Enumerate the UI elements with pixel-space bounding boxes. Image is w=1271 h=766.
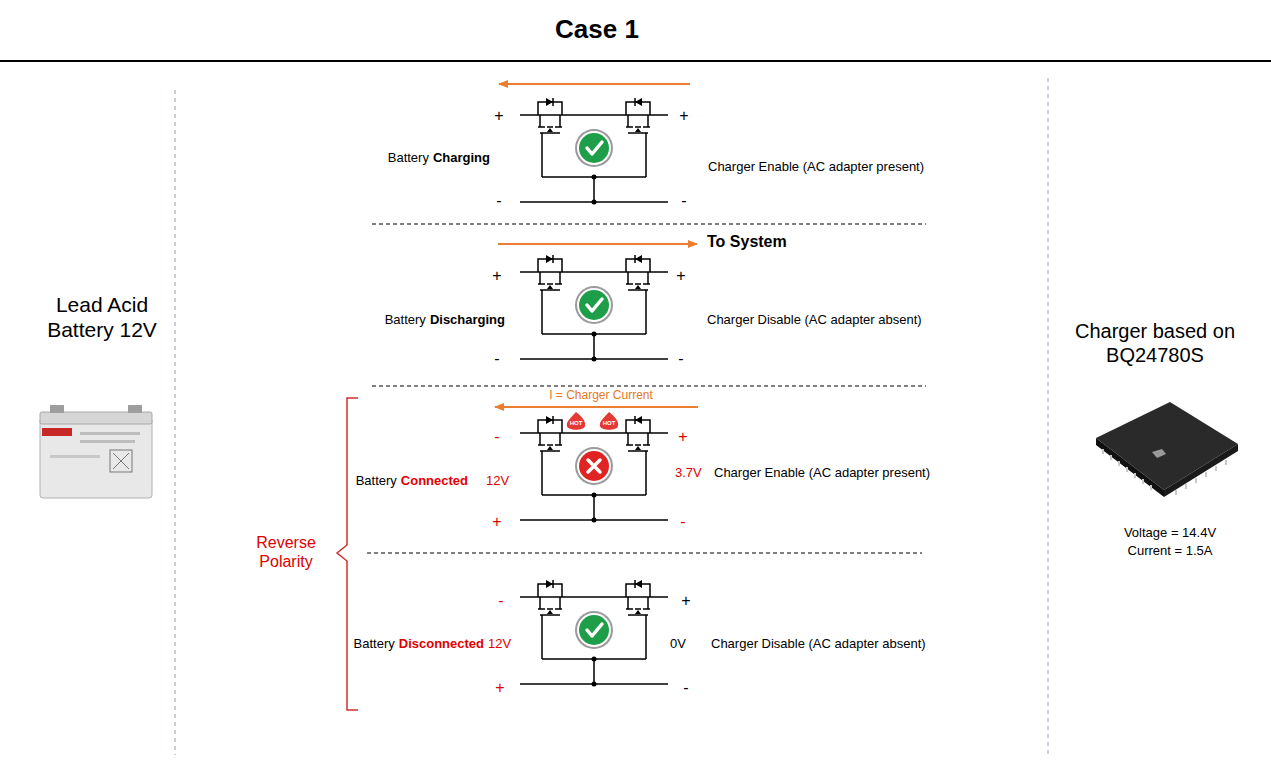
terminal-sign: +	[681, 592, 690, 609]
label-holder: 3.7V	[675, 465, 702, 481]
label-holder: -	[496, 191, 501, 210]
charger-state: Charger Disable (AC adapter absent)	[707, 312, 922, 327]
terminal-sign: -	[494, 428, 499, 445]
label-holder: +	[676, 266, 685, 285]
label-holder: Battery Disconnected	[354, 636, 484, 652]
label-holder: Battery Connected	[356, 473, 468, 489]
state-label: Battery	[385, 312, 426, 327]
charger-state: Charger Enable (AC adapter present)	[714, 465, 930, 480]
label-holder: +	[679, 106, 688, 125]
terminal-sign: +	[495, 679, 504, 696]
label-holder: Voltage = 14.4V	[1124, 525, 1216, 541]
label-holder: HOT	[570, 420, 583, 427]
label-holder: -	[681, 191, 686, 210]
label-holder: Charger Enable (AC adapter present)	[708, 159, 924, 175]
terminal-sign: +	[678, 428, 687, 445]
terminal-sign: -	[681, 192, 686, 209]
label-holder: HOT	[603, 420, 616, 427]
label-holder: To System	[707, 232, 787, 251]
hot-icon-text: HOT	[603, 420, 616, 426]
group-label: Reverse Polarity	[256, 534, 316, 570]
state-label: Disconnected	[399, 636, 484, 651]
label-holder: +	[492, 512, 501, 531]
state-label: Battery	[356, 473, 397, 488]
terminal-sign: +	[492, 267, 501, 284]
label-holder: +	[492, 266, 501, 285]
voltage-value: 0V	[670, 636, 686, 651]
label-holder: -	[498, 591, 503, 610]
title-holder: Case 1	[555, 14, 639, 45]
terminal-sign: -	[680, 513, 685, 530]
voltage-value: 3.7V	[675, 465, 702, 480]
state-label: Discharging	[430, 312, 505, 327]
terminal-sign: +	[679, 107, 688, 124]
label-holder: Charger Disable (AC adapter absent)	[707, 312, 922, 328]
hot-icon-text: HOT	[570, 420, 583, 426]
charger-name: Charger based on BQ24780S	[1075, 320, 1235, 366]
terminal-sign: -	[494, 350, 499, 367]
label-holder: Battery Charging	[388, 150, 490, 166]
current-label: I = Charger Current	[549, 388, 653, 402]
label-holder: -	[683, 678, 688, 697]
charger-state: Charger Enable (AC adapter present)	[708, 159, 924, 174]
label-holder: -	[494, 427, 499, 446]
label-holder: Charger Enable (AC adapter present)	[714, 465, 930, 481]
label-holder: 12V	[486, 473, 509, 489]
label-holder: +	[495, 678, 504, 697]
label-holder: Battery Discharging	[385, 312, 505, 328]
terminal-sign: -	[496, 192, 501, 209]
label-holder: -	[680, 512, 685, 531]
charger-state: Charger Disable (AC adapter absent)	[711, 636, 926, 651]
label-holder: Lead Acid Battery 12V	[47, 292, 157, 342]
terminal-sign: +	[492, 513, 501, 530]
label-holder: -	[678, 349, 683, 368]
label-holder: Charger Disable (AC adapter absent)	[711, 636, 926, 652]
state-label: Charging	[433, 150, 490, 165]
terminal-sign: -	[678, 350, 683, 367]
terminal-sign: -	[498, 592, 503, 609]
label-holder: Current = 1.5A	[1128, 543, 1213, 559]
voltage-value: 12V	[486, 473, 509, 488]
state-label: Battery	[388, 150, 429, 165]
label-holder: +	[681, 591, 690, 610]
voltage-value: 12V	[488, 636, 511, 651]
label-holder: +	[494, 106, 503, 125]
spec-text: Current = 1.5A	[1128, 543, 1213, 558]
state-label: Connected	[401, 473, 468, 488]
label-holder: Reverse Polarity	[236, 533, 336, 571]
flow-label: To System	[707, 233, 787, 250]
diagram-title: Case 1	[555, 14, 639, 44]
terminal-sign: +	[676, 267, 685, 284]
terminal-sign: -	[683, 679, 688, 696]
state-label: Battery	[354, 636, 395, 651]
label-holder: 12V	[488, 636, 511, 652]
spec-text: Voltage = 14.4V	[1124, 525, 1216, 540]
label-holder: +	[678, 427, 687, 446]
battery-name: Lead Acid Battery 12V	[47, 293, 157, 341]
label-holder: I = Charger Current	[549, 388, 653, 402]
label-holder: Charger based on BQ24780S	[1055, 319, 1255, 367]
label-holder: 0V	[670, 636, 686, 652]
label-holder: -	[494, 349, 499, 368]
terminal-sign: +	[494, 107, 503, 124]
